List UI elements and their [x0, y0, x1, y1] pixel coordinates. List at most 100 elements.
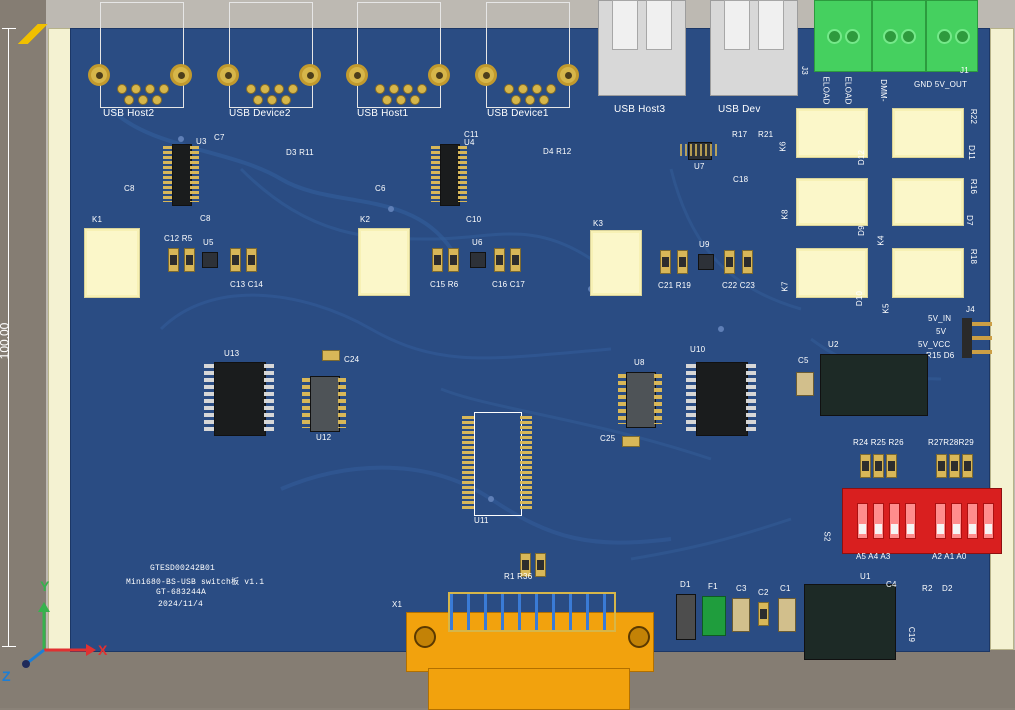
dip-sw-x[interactable] [905, 503, 916, 539]
cap-c5 [796, 372, 814, 396]
chip-u4-leads-left [431, 146, 440, 202]
cap-c15 [432, 248, 443, 272]
label-u12: U12 [316, 433, 332, 442]
board-title-line1: GTESD00242B01 [150, 564, 216, 573]
relay-k2 [358, 228, 410, 296]
usb-device2-pin [267, 95, 277, 105]
usb-device2-pin [253, 95, 263, 105]
label-d2: D2 [942, 584, 953, 593]
connector-x1-lower [428, 668, 630, 710]
label-c11: C11 [464, 130, 479, 139]
axis-triad [22, 602, 96, 668]
dip-sw-y[interactable] [983, 503, 994, 539]
usb-host1-pin [382, 95, 392, 105]
label-gnd-5v-out: GND 5V_OUT [914, 80, 968, 89]
terminal-block-1[interactable] [814, 0, 872, 72]
terminal-block-3[interactable] [926, 0, 978, 72]
usb-device1-mount-right [557, 64, 579, 86]
cap-c12 [168, 248, 179, 272]
pcb-traces [109, 107, 942, 561]
relay-k4 [892, 178, 964, 226]
label-r24-r26: R24 R25 R26 [853, 438, 904, 447]
label-c18: C18 [733, 175, 749, 184]
cap-c2 [758, 602, 769, 626]
relay-k5 [892, 248, 964, 298]
label-j3: J3 [799, 66, 809, 75]
chip-u4 [440, 144, 460, 206]
label-r22: R22 [969, 108, 979, 125]
usb-host1-outline [357, 2, 441, 108]
chip-u13 [214, 362, 266, 436]
dip-sw-a1[interactable] [951, 503, 962, 539]
label-d9: D9 [856, 225, 866, 236]
label-c1: C1 [780, 584, 791, 593]
dip-sw-a2[interactable] [935, 503, 946, 539]
chip-u12-leads-right [338, 378, 346, 428]
usb-host2-mount-right [170, 64, 192, 86]
usb-device1-pin [546, 84, 556, 94]
label-c16-c17: C16 C17 [492, 280, 525, 289]
label-c4: C4 [886, 580, 897, 589]
label-k6: K6 [778, 141, 788, 152]
label-c2: C2 [758, 588, 769, 597]
connector-x1-left-hole [414, 626, 436, 648]
board-title-line3: GT-683244A [156, 588, 207, 597]
res-r28 [949, 454, 960, 478]
dimension-tick-top [2, 28, 16, 29]
label-dmm: DMM- [878, 79, 888, 102]
relay-k7 [796, 248, 868, 298]
label-usb-host3: USB Host3 [614, 104, 666, 115]
label-c19: C19 [907, 626, 917, 643]
dimension-tick-bottom [2, 646, 16, 647]
chip-u9 [698, 254, 714, 270]
usb-device3-connector-inner [758, 0, 784, 50]
label-c21-r19: C21 R19 [658, 281, 691, 290]
label-c24: C24 [344, 355, 360, 364]
label-k7: K7 [780, 281, 790, 292]
usb-host1-pin [375, 84, 385, 94]
chip-u13-leads-left [204, 364, 214, 432]
left-rail [48, 28, 72, 650]
chip-u10 [696, 362, 748, 436]
label-k3: K3 [593, 219, 604, 228]
label-u11: U11 [474, 516, 489, 525]
dimension-arrow-marker [18, 24, 48, 44]
dip-sw-a0[interactable] [967, 503, 978, 539]
header-j4[interactable] [962, 318, 972, 358]
res-r5 [184, 248, 195, 272]
label-r27-r29: R27R28R29 [928, 438, 974, 447]
label-usb-host1: USB Host1 [357, 108, 409, 119]
dip-sw-a4[interactable] [873, 503, 884, 539]
cap-c25 [622, 436, 640, 447]
label-r21: R21 [758, 130, 774, 139]
chip-u10-leads-left [686, 364, 696, 432]
usb-host2-pin [145, 84, 155, 94]
terminal-block-2[interactable] [872, 0, 926, 72]
axis-label-x: X [98, 642, 108, 658]
label-c3: C3 [736, 584, 747, 593]
label-c22-c23: C22 C23 [722, 281, 755, 290]
usb-device2-pin [260, 84, 270, 94]
usb-device2-outline [229, 2, 313, 108]
label-r18: R18 [969, 248, 979, 265]
label-f1: F1 [708, 582, 718, 591]
chip-u11-outline [474, 412, 522, 516]
axis-label-y: Y [40, 578, 50, 594]
label-r16: R16 [969, 178, 979, 195]
chip-u2 [820, 354, 928, 416]
label-5v-vcc: 5V_VCC [918, 340, 951, 349]
dip-switch-s2[interactable] [842, 488, 1002, 554]
usb-host3-connector-inner [612, 0, 638, 50]
relay-k3 [590, 230, 642, 296]
usb-host1-mount-right [428, 64, 450, 86]
cap-c1 [778, 598, 796, 632]
relay-k3b [796, 178, 868, 226]
chip-u12-leads-left [302, 378, 310, 428]
dip-sw-a3[interactable] [889, 503, 900, 539]
label-usb-device3: USB Dev [718, 104, 761, 115]
cap-c16 [494, 248, 505, 272]
res-r27 [936, 454, 947, 478]
label-k8: K8 [780, 209, 790, 220]
connector-x1-pin-header [448, 592, 616, 632]
dip-sw-a5[interactable] [857, 503, 868, 539]
